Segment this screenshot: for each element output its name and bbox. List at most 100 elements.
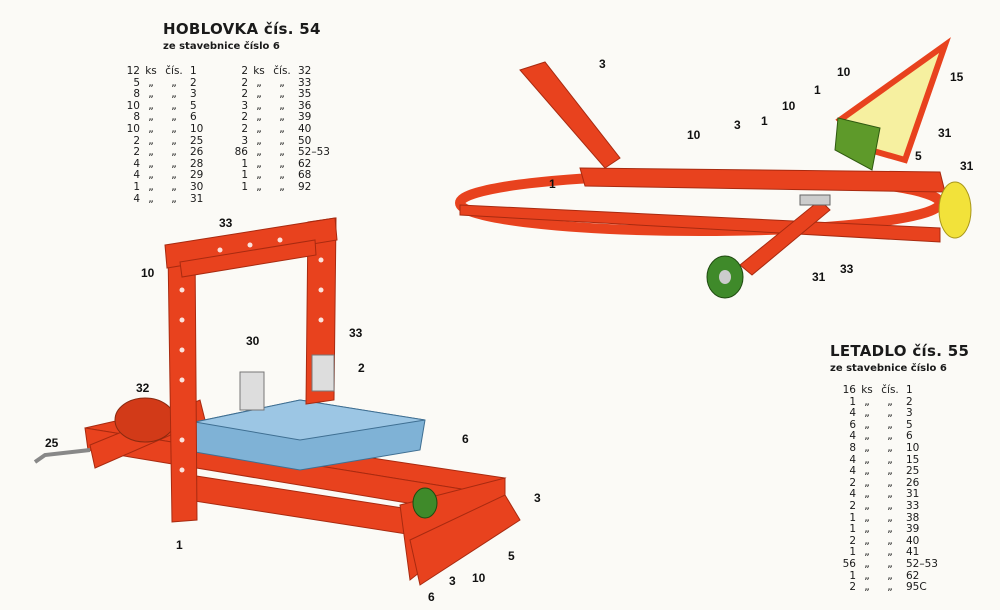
parts-qty: 4 bbox=[849, 465, 856, 478]
parts-unit: „ bbox=[256, 169, 262, 182]
callout: 10 bbox=[141, 266, 155, 280]
parts-qty: 1 bbox=[241, 169, 248, 182]
parts-no: 2 bbox=[190, 76, 197, 89]
parts-col: „ bbox=[279, 169, 285, 182]
parts-col: „ bbox=[279, 99, 285, 112]
parts-unit: „ bbox=[148, 180, 154, 193]
parts-unit: „ bbox=[256, 111, 262, 124]
parts-qty: 8 bbox=[849, 441, 856, 454]
parts-col: čís. bbox=[273, 65, 291, 77]
parts-col: „ bbox=[279, 88, 285, 101]
parts-qty: 4 bbox=[849, 430, 856, 443]
parts-col: „ bbox=[171, 146, 177, 159]
callout: 5 bbox=[915, 149, 922, 163]
callout: 25 bbox=[45, 436, 59, 450]
parts-unit: ks bbox=[145, 65, 157, 77]
parts-unit: „ bbox=[256, 88, 262, 101]
callout: 31 bbox=[960, 159, 974, 173]
parts-col: „ bbox=[887, 499, 893, 512]
parts-col: „ bbox=[171, 192, 177, 205]
parts-qty: 2 bbox=[849, 476, 856, 489]
parts-qty: 4 bbox=[849, 453, 856, 466]
parts-no: 32 bbox=[298, 65, 312, 77]
parts-no: 33 bbox=[906, 499, 920, 512]
parts-no: 62 bbox=[906, 569, 920, 582]
parts-row: 1„„62 bbox=[836, 569, 946, 583]
parts-unit: „ bbox=[148, 192, 154, 205]
parts-unit: „ bbox=[864, 488, 870, 501]
airplane-propeller bbox=[938, 181, 972, 239]
callout: 3 bbox=[599, 57, 606, 71]
parts-qty: 2 bbox=[241, 122, 248, 135]
parts-row: 2„„33 bbox=[836, 499, 946, 513]
parts-qty: 1 bbox=[849, 569, 856, 582]
parts-no: 5 bbox=[906, 418, 913, 431]
callout: 10 bbox=[782, 99, 796, 113]
parts-qty: 1 bbox=[849, 523, 856, 536]
parts-qty: 8 bbox=[133, 111, 140, 124]
parts-no: 30 bbox=[190, 180, 204, 193]
callout: 2 bbox=[358, 361, 365, 375]
parts-row: 4„„6 bbox=[836, 431, 946, 443]
parts-qty: 1 bbox=[133, 180, 140, 193]
parts-unit: „ bbox=[864, 581, 870, 594]
parts-unit: „ bbox=[864, 499, 870, 512]
parts-col: „ bbox=[171, 134, 177, 147]
parts-row: 1„„62 bbox=[228, 157, 338, 171]
parts-no: 10 bbox=[190, 122, 204, 135]
parts-no: 95C bbox=[906, 581, 927, 594]
parts-qty: 2 bbox=[241, 88, 248, 101]
parts-qty: 1 bbox=[241, 157, 248, 170]
parts-qty: 2 bbox=[133, 134, 140, 147]
parts-no: 2 bbox=[906, 395, 913, 408]
callout: 31 bbox=[812, 270, 826, 284]
parts-unit: „ bbox=[864, 546, 870, 559]
airplane-title: LETADLO čís. 55 bbox=[830, 342, 970, 360]
parts-no: 39 bbox=[298, 111, 312, 124]
planer-pulley-right bbox=[412, 487, 438, 519]
parts-col: „ bbox=[279, 76, 285, 89]
parts-row: 10„„5 bbox=[120, 99, 230, 113]
airplane-bracket bbox=[799, 194, 831, 206]
parts-no: 33 bbox=[298, 76, 312, 89]
parts-qty: 4 bbox=[849, 488, 856, 501]
parts-row: 4„„31 bbox=[120, 192, 230, 206]
callout: 3 bbox=[734, 118, 741, 132]
callout: 10 bbox=[472, 571, 486, 585]
parts-unit: „ bbox=[256, 134, 262, 147]
parts-col: „ bbox=[171, 122, 177, 135]
parts-col: „ bbox=[887, 418, 893, 431]
parts-unit: „ bbox=[256, 76, 262, 89]
parts-no: 25 bbox=[906, 465, 920, 478]
parts-unit: „ bbox=[148, 111, 154, 124]
callout: 1 bbox=[814, 83, 821, 97]
airplane-lower-beam bbox=[459, 204, 941, 243]
parts-unit: „ bbox=[864, 511, 870, 524]
parts-no: 31 bbox=[190, 192, 204, 205]
parts-qty: 12 bbox=[126, 65, 140, 77]
planer-tool-holder-30 bbox=[239, 371, 265, 411]
parts-col: „ bbox=[279, 157, 285, 170]
parts-col: „ bbox=[887, 476, 893, 489]
parts-qty: 1 bbox=[849, 511, 856, 524]
parts-col: „ bbox=[887, 465, 893, 478]
parts-col: „ bbox=[887, 441, 893, 454]
parts-row: 5„„2 bbox=[120, 76, 230, 90]
callout: 15 bbox=[950, 70, 964, 84]
parts-col: „ bbox=[887, 488, 893, 501]
parts-col: „ bbox=[887, 395, 893, 408]
parts-col: čís. bbox=[881, 384, 899, 396]
parts-col: „ bbox=[279, 180, 285, 193]
parts-no: 28 bbox=[190, 157, 204, 170]
parts-col: „ bbox=[887, 557, 893, 570]
parts-no: 5 bbox=[190, 99, 197, 112]
parts-no: 1 bbox=[906, 384, 913, 396]
parts-unit: „ bbox=[256, 157, 262, 170]
parts-row: 3„„36 bbox=[228, 99, 338, 113]
parts-qty: 5 bbox=[133, 76, 140, 89]
parts-col: „ bbox=[279, 111, 285, 124]
parts-row: 8„„10 bbox=[836, 441, 946, 455]
